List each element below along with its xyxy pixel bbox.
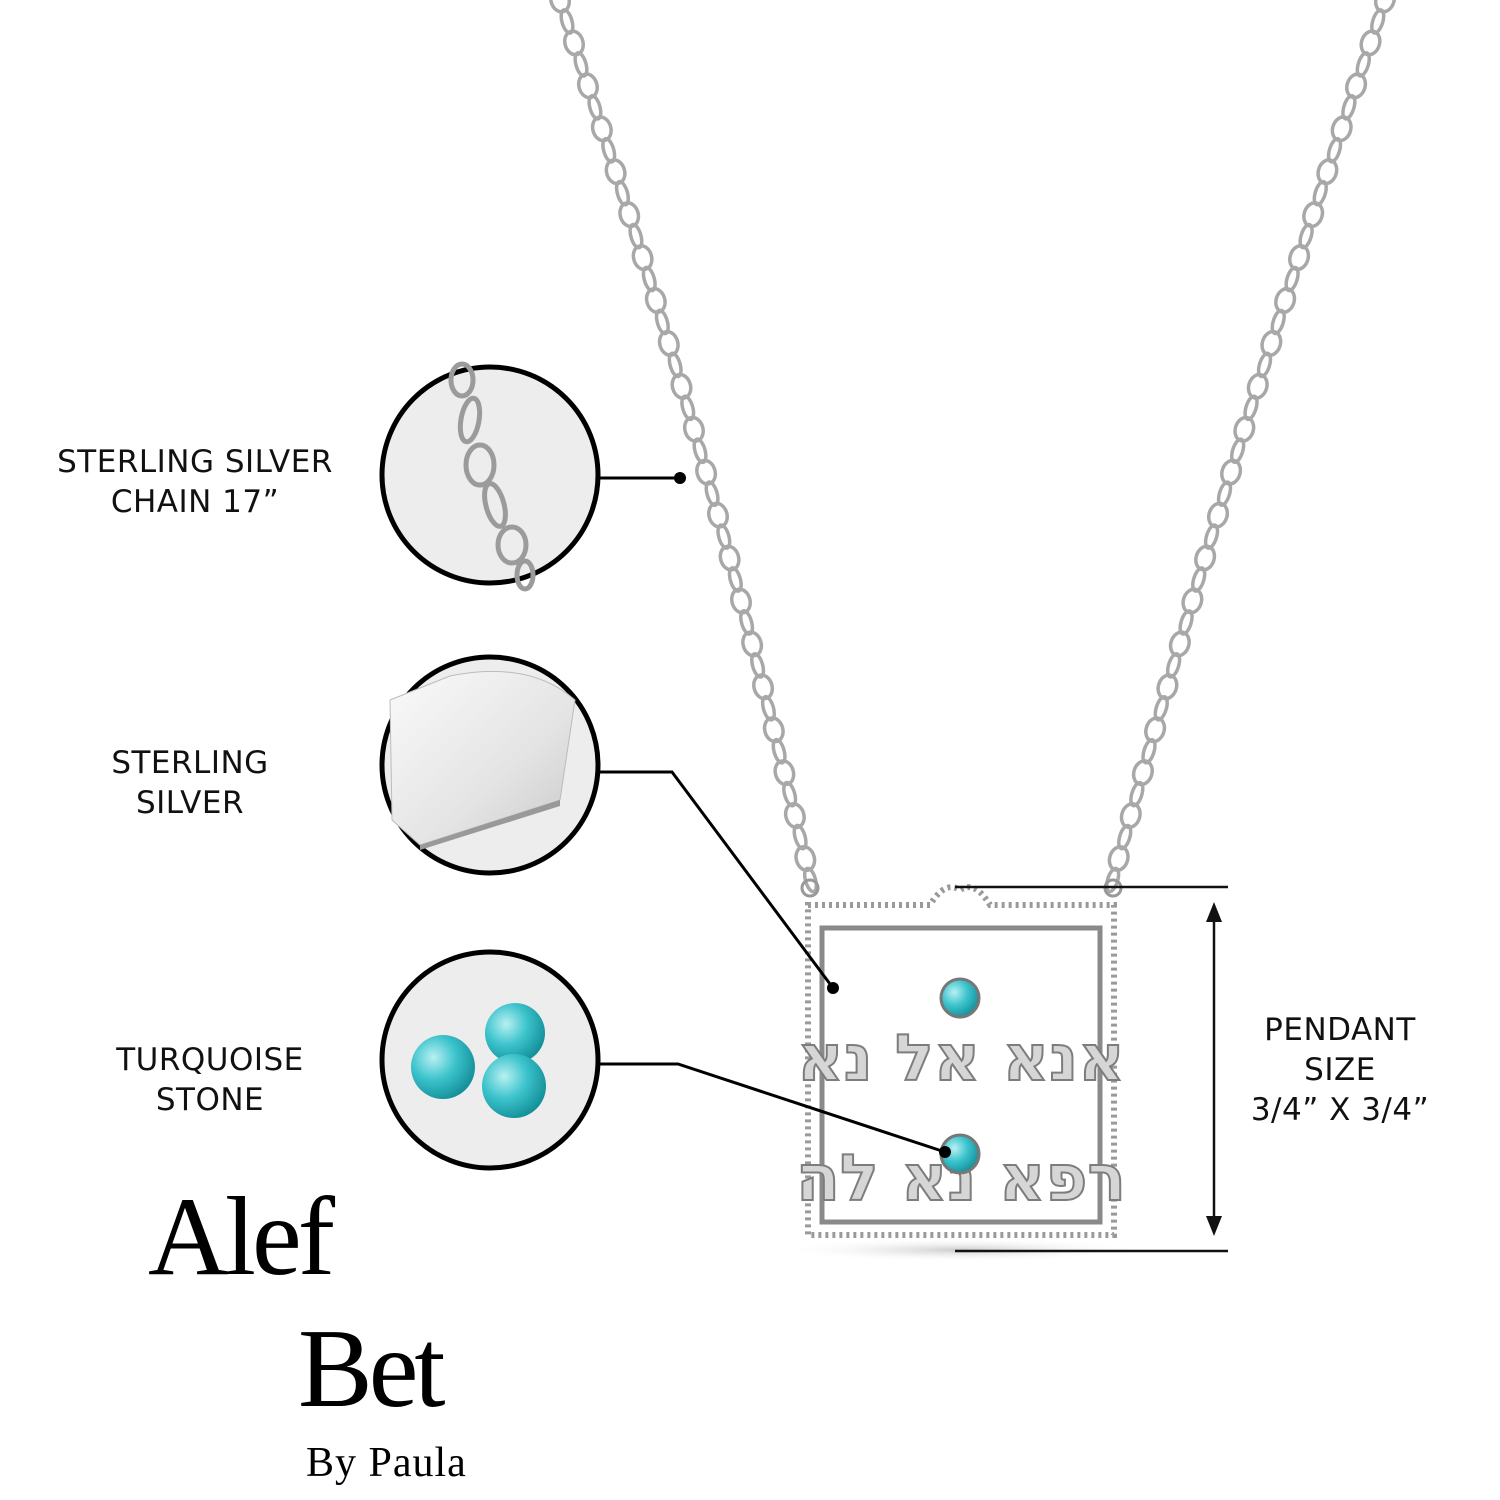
chain-link xyxy=(590,115,613,143)
chain-label-line1: STERLING SILVER xyxy=(57,444,333,480)
metal-label-line2: SILVER xyxy=(135,785,245,821)
chain-link xyxy=(727,566,743,593)
chain-link xyxy=(1260,329,1283,357)
chain-right xyxy=(1104,0,1397,894)
chain-left xyxy=(548,0,819,894)
chain-link xyxy=(1316,158,1339,186)
size-label-line1: PENDANT xyxy=(1264,1012,1416,1048)
chain-link xyxy=(1345,72,1368,100)
logo-word-alef: Alef xyxy=(148,1175,335,1299)
chain-link xyxy=(760,694,777,722)
chain-link xyxy=(1246,372,1269,400)
pendant-inscription: אנא אל נא xyxy=(797,1022,1125,1096)
chain-link xyxy=(792,823,808,851)
chain-detail-circle xyxy=(379,361,601,592)
size-label-line3: 3/4” X 3/4” xyxy=(1250,1092,1430,1128)
chain-link xyxy=(1302,201,1325,229)
chain-label: STERLING SILVER CHAIN 17” xyxy=(30,442,360,522)
chain-link xyxy=(657,329,680,357)
stone-label-line2: STONE xyxy=(155,1082,265,1118)
chain-link xyxy=(618,201,641,229)
callout-lines xyxy=(598,476,946,1154)
chain-link xyxy=(716,523,732,550)
stone-label-line1: TURQUOISE xyxy=(116,1042,304,1078)
chain-link xyxy=(1330,115,1353,143)
metal-label-line1: STERLING xyxy=(111,745,269,781)
stone-label: TURQUOISE STONE xyxy=(60,1040,360,1120)
size-label-line2: SIZE xyxy=(1304,1052,1376,1088)
size-dimension xyxy=(955,885,1228,1253)
turquoise-detail-circle xyxy=(379,949,601,1171)
logo-tagline: By Paula xyxy=(306,1440,467,1486)
chain-link xyxy=(670,372,693,400)
logo-word-bet: Bet xyxy=(298,1307,446,1431)
chain-link xyxy=(644,286,667,315)
chain-link xyxy=(1233,415,1256,443)
chain-link xyxy=(1359,29,1382,57)
chain-link xyxy=(1206,501,1230,529)
size-label: PENDANT SIZE 3/4” X 3/4” xyxy=(1210,1010,1470,1130)
chain-link xyxy=(682,415,705,443)
chain-link xyxy=(1194,544,1217,572)
chain-link xyxy=(1181,587,1204,615)
chain-link xyxy=(576,72,599,100)
turquoise-stone-top xyxy=(939,977,981,1019)
metal-label: STERLING SILVER xyxy=(60,743,320,823)
chain-link xyxy=(1274,286,1297,315)
silver-sheet-circle xyxy=(379,654,601,876)
chain-link xyxy=(604,158,627,186)
chain-label-line2: CHAIN 17” xyxy=(110,484,280,520)
chain-link xyxy=(631,244,654,272)
chain-link xyxy=(782,780,798,808)
chain-link xyxy=(739,609,755,636)
chain-link xyxy=(771,737,787,765)
chain-link xyxy=(750,651,766,679)
chain-link xyxy=(1220,458,1243,486)
chain-link xyxy=(562,29,586,57)
chain-link xyxy=(1288,244,1311,272)
